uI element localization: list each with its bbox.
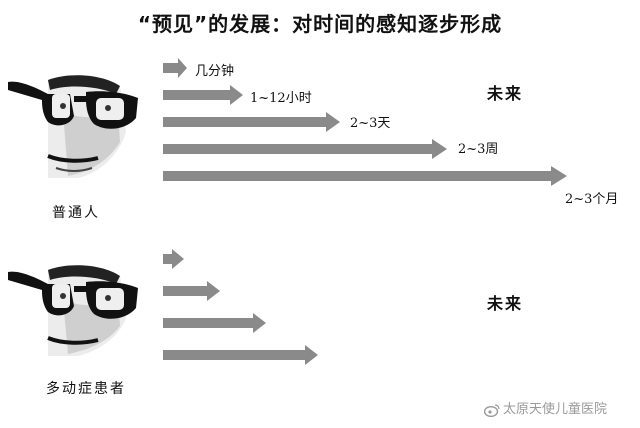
arrow-label-minutes: 几分钟	[195, 64, 235, 79]
arrow-adhd-2	[163, 281, 220, 301]
arrow-months	[163, 166, 567, 186]
future-label-adhd: 未来	[487, 294, 524, 313]
arrow-label-weeks: 2~3周	[458, 142, 499, 157]
page-title: “预见”的发展：对时间的感知逐步形成	[137, 12, 503, 36]
group-caption-normal: 普通人	[52, 205, 100, 221]
group-caption-adhd: 多动症患者	[46, 381, 126, 397]
arrow-adhd-1	[163, 249, 184, 269]
arrow-label-hours: 1~12小时	[250, 91, 312, 106]
face-with-glasses-icon	[8, 265, 138, 356]
arrow-weeks	[163, 139, 447, 159]
arrow-adhd-3	[163, 313, 266, 333]
arrow-adhd-4	[163, 345, 318, 365]
weibo-icon	[484, 403, 500, 417]
arrow-label-months: 2~3个月	[565, 192, 619, 207]
future-label-normal: 未来	[487, 84, 524, 103]
arrow-label-days: 2~3天	[350, 116, 391, 131]
arrow-days	[163, 112, 340, 132]
watermark-text: 太原天使儿童医院	[503, 402, 608, 417]
watermark: 太原天使儿童医院	[484, 398, 607, 417]
arrow-minutes	[163, 58, 187, 78]
arrow-hours	[163, 85, 243, 105]
face-with-glasses-icon	[8, 75, 138, 178]
